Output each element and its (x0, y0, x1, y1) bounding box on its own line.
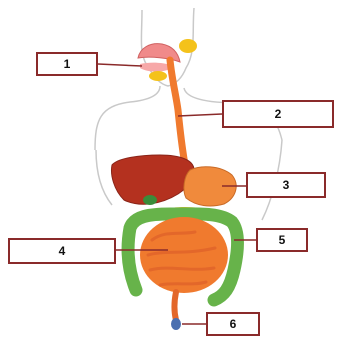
label-5: 5 (256, 228, 308, 252)
pointer-line-2 (178, 114, 222, 116)
label-4: 4 (8, 238, 116, 264)
label-6-text: 6 (230, 317, 237, 331)
label-6: 6 (206, 312, 260, 336)
small-intestine (140, 217, 228, 293)
label-2-text: 2 (275, 107, 282, 121)
label-1-text: 1 (64, 57, 71, 71)
label-2: 2 (222, 100, 334, 128)
gallbladder (143, 195, 157, 205)
salivary-gland-upper (179, 39, 197, 53)
rectum (175, 292, 177, 320)
label-4-text: 4 (59, 244, 66, 258)
salivary-gland-lower (149, 71, 167, 81)
pointer-line-1 (98, 64, 142, 66)
label-1: 1 (36, 52, 98, 76)
label-3-text: 3 (283, 178, 290, 192)
label-5-text: 5 (279, 233, 286, 247)
anus (171, 318, 181, 330)
label-3: 3 (246, 172, 326, 198)
